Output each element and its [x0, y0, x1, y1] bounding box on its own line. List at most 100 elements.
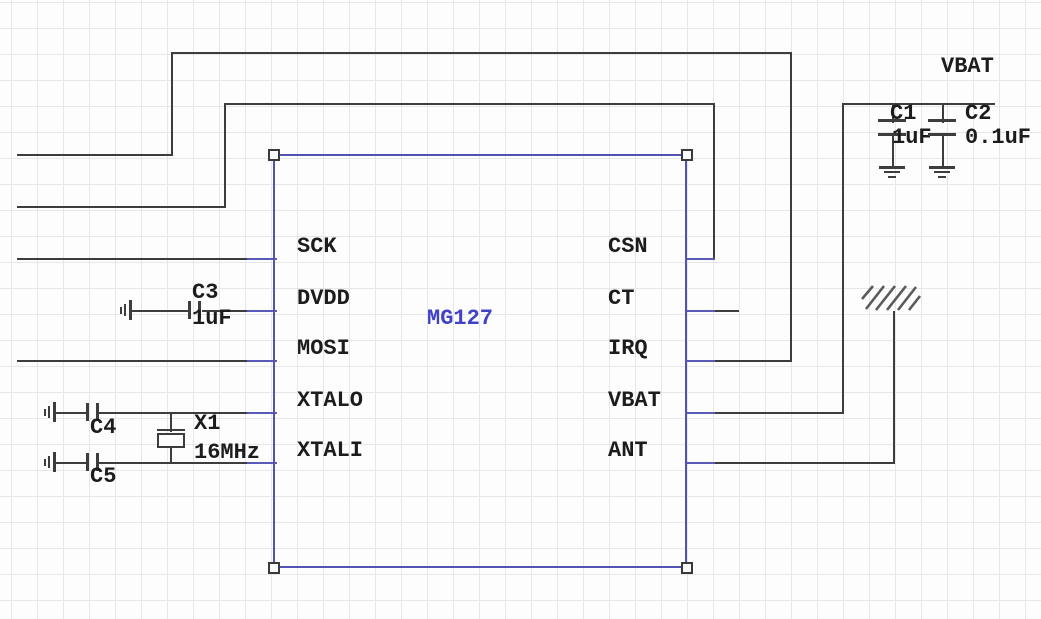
ground-bar	[938, 176, 946, 178]
ground-icon[interactable]	[44, 402, 56, 422]
wire-segment	[132, 310, 190, 312]
ground-bar	[120, 307, 122, 314]
ground-bar	[53, 402, 56, 422]
value-label-c1: 1uF	[892, 125, 932, 150]
crystal-plate	[157, 429, 185, 431]
pin-label-xtalo: XTALO	[297, 388, 364, 413]
ground-bar	[124, 304, 126, 316]
power-rail-label: VBAT	[941, 54, 994, 79]
pin-stub	[247, 412, 277, 414]
capacitor-c3-symbol[interactable]	[188, 301, 201, 319]
ref-label-c4: C4	[90, 415, 117, 440]
wire-segment	[17, 258, 250, 260]
pin-label-mosi: MOSI	[297, 336, 350, 361]
selection-handle-bottom-left[interactable]	[268, 562, 280, 574]
wire-segment	[790, 52, 792, 362]
wire-segment	[171, 52, 792, 54]
wire-segment	[98, 462, 250, 464]
antenna-hatch-strokes	[861, 285, 922, 311]
pin-label-irq: IRQ	[608, 336, 648, 361]
wire-segment	[17, 360, 250, 362]
value-label-c2: 0.1uF	[965, 125, 1032, 150]
value-label-x1: 16MHz	[194, 440, 261, 465]
pin-label-dvdd: DVDD	[297, 286, 350, 311]
selection-handle-top-right[interactable]	[681, 149, 693, 161]
capacitor-plate	[188, 301, 191, 319]
pin-stub	[685, 360, 715, 362]
value-label-c3: 1uF	[192, 306, 232, 331]
wire-segment	[713, 103, 715, 260]
pin-stub	[247, 258, 277, 260]
wire-segment	[842, 103, 995, 105]
ground-bar	[929, 166, 955, 169]
chip-mg127-body[interactable]	[273, 154, 687, 568]
ref-label-x1: X1	[194, 411, 221, 436]
pin-stub	[247, 310, 277, 312]
capacitor-plate	[928, 133, 956, 136]
wire-segment	[17, 154, 173, 156]
capacitor-plate	[86, 403, 89, 421]
pin-stub	[685, 258, 715, 260]
capacitor-plate	[86, 453, 89, 471]
wire-segment	[98, 412, 250, 414]
wire-segment	[892, 103, 894, 123]
capacitor-c1-symbol[interactable]	[878, 119, 906, 137]
crystal-x1-symbol[interactable]	[157, 429, 185, 448]
wire-segment	[713, 412, 844, 414]
ground-bar	[44, 409, 46, 416]
ground-bar	[48, 456, 50, 468]
selection-handle-bottom-right[interactable]	[681, 562, 693, 574]
wire-segment	[56, 412, 88, 414]
capacitor-plate	[96, 403, 99, 421]
pin-label-vbat: VBAT	[608, 388, 661, 413]
wire-segment	[842, 103, 844, 414]
pin-stub	[685, 412, 715, 414]
wire-segment	[202, 310, 250, 312]
capacitor-plate	[96, 453, 99, 471]
capacitor-plate	[878, 119, 906, 122]
pin-stub	[685, 462, 715, 464]
wire-segment	[713, 360, 792, 362]
capacitor-c4-symbol[interactable]	[86, 403, 99, 421]
wire-segment	[893, 311, 895, 464]
ground-bar	[44, 459, 46, 466]
wire-segment	[224, 103, 226, 208]
wire-segment	[170, 412, 172, 432]
capacitor-plate	[878, 133, 906, 136]
capacitor-plate	[198, 301, 201, 319]
ref-label-c2: C2	[965, 101, 992, 126]
pin-label-ct: CT	[608, 286, 635, 311]
ground-icon[interactable]	[120, 300, 132, 320]
wire-segment	[713, 310, 739, 312]
pin-stub	[685, 310, 715, 312]
ground-bar	[879, 166, 905, 169]
wire-segment	[713, 462, 895, 464]
pin-stub	[247, 462, 277, 464]
capacitor-c5-symbol[interactable]	[86, 453, 99, 471]
wire-segment	[942, 103, 944, 123]
wire-segment	[171, 52, 173, 156]
ground-bar	[884, 171, 900, 173]
wire-segment	[170, 447, 172, 464]
wire-segment	[224, 103, 715, 105]
ground-bar	[48, 406, 50, 418]
pin-label-csn: CSN	[608, 234, 648, 259]
antenna-hatch-icon[interactable]	[861, 283, 922, 312]
ground-icon[interactable]	[929, 166, 955, 179]
capacitor-c2-symbol[interactable]	[928, 119, 956, 137]
ground-icon[interactable]	[44, 452, 56, 472]
selection-handle-top-left[interactable]	[268, 149, 280, 161]
ground-bar	[129, 300, 132, 320]
wire-segment	[892, 136, 894, 169]
crystal-body	[157, 433, 185, 448]
capacitor-plate	[928, 119, 956, 122]
pin-label-xtali: XTALI	[297, 438, 364, 463]
ref-label-c1: C1	[890, 101, 917, 126]
ground-bar	[888, 176, 896, 178]
ground-icon[interactable]	[879, 166, 905, 179]
ground-bar	[934, 171, 950, 173]
wire-segment	[942, 136, 944, 169]
pin-label-ant: ANT	[608, 438, 648, 463]
ground-bar	[53, 452, 56, 472]
